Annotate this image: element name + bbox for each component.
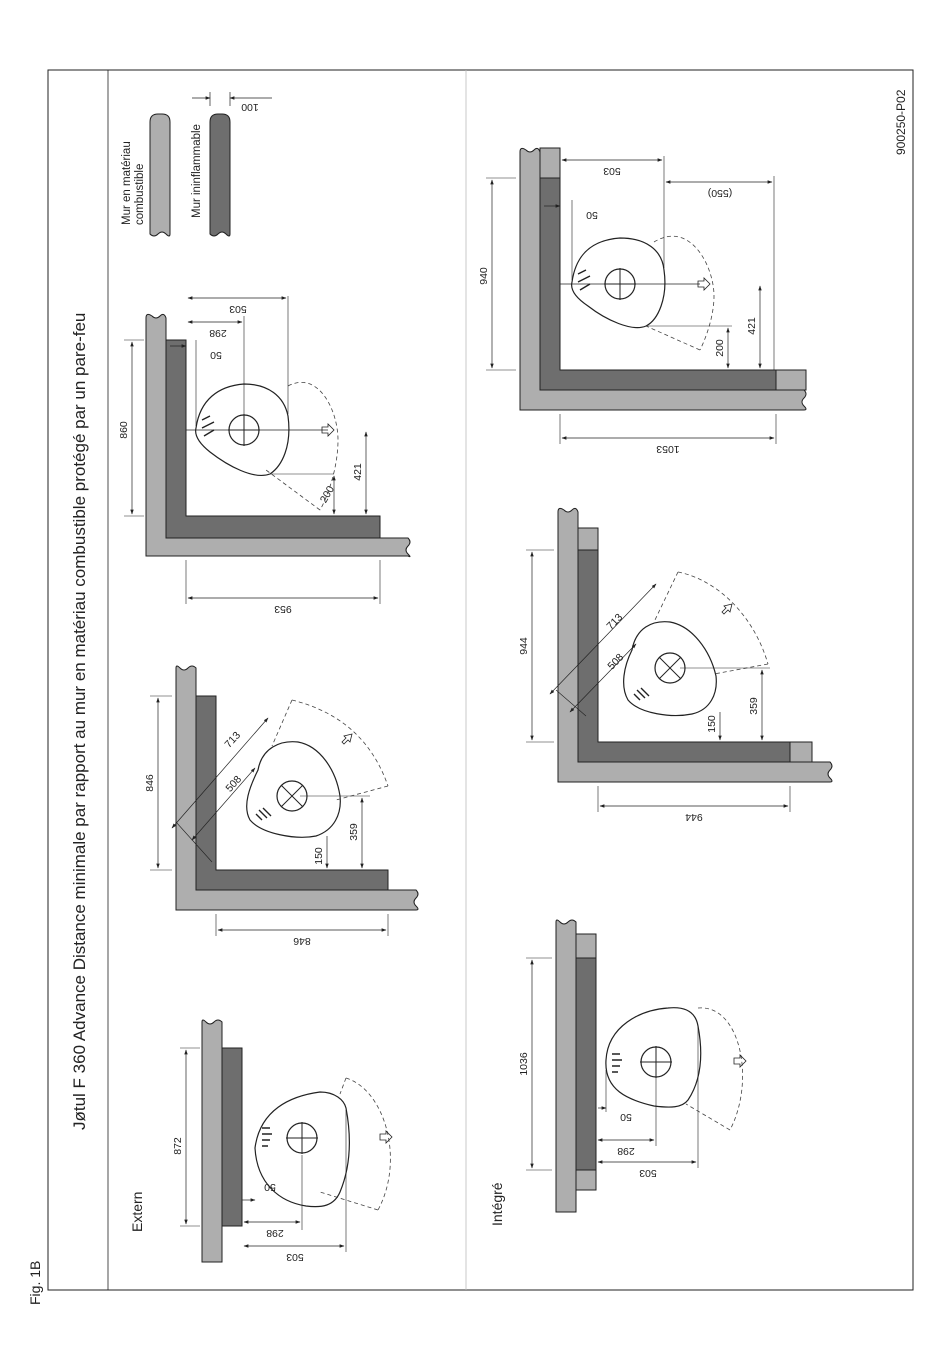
diagram-extern-corner: 860 953 503 298 50 200 421 [118, 296, 411, 615]
svg-text:846: 846 [144, 774, 156, 792]
svg-text:944: 944 [685, 811, 703, 823]
svg-text:(550): (550) [708, 187, 733, 199]
legend-noncombustible-swatch [209, 113, 231, 237]
svg-text:953: 953 [274, 603, 292, 615]
svg-text:200: 200 [714, 339, 726, 357]
legend-combustible-label-1: Mur en matériau [121, 141, 133, 225]
svg-text:503: 503 [286, 1251, 304, 1263]
svg-text:872: 872 [172, 1137, 184, 1155]
grille-icon [612, 1053, 622, 1073]
svg-text:359: 359 [348, 823, 360, 841]
svg-text:50: 50 [586, 209, 598, 221]
clearance-arc [677, 571, 769, 665]
legend-combustible-label-2: combustible [134, 164, 146, 225]
direction-arrow-icon [697, 277, 711, 291]
svg-text:713: 713 [222, 729, 243, 750]
svg-text:860: 860 [118, 421, 130, 439]
grille-icon [577, 269, 591, 291]
svg-text:1053: 1053 [656, 443, 680, 455]
clearance-arc [287, 382, 339, 511]
direction-arrow-icon [733, 1054, 747, 1068]
direction-arrow-icon [721, 603, 733, 615]
direction-arrow-icon [379, 1130, 393, 1144]
clearance-arc [653, 235, 715, 351]
diagram-integre-corner: 940 1053 503 (550) 50 200 421 [478, 147, 807, 455]
svg-text:150: 150 [706, 715, 718, 733]
svg-text:421: 421 [746, 317, 758, 335]
clearance-arc [697, 1007, 743, 1131]
diagram-integre-corner45: 944 944 713 508 150 359 [518, 507, 833, 823]
svg-text:944: 944 [518, 637, 530, 655]
grille-icon [633, 687, 650, 701]
svg-text:503: 503 [229, 303, 247, 315]
stove-body [254, 1091, 350, 1208]
grille-icon [262, 1127, 272, 1147]
svg-text:50: 50 [210, 349, 222, 361]
direction-arrow-icon [341, 733, 353, 745]
svg-text:846: 846 [293, 935, 311, 947]
svg-text:298: 298 [266, 1227, 284, 1239]
page-title: Jøtul F 360 Advance Distance minimale pa… [70, 313, 89, 1130]
clearance-arc [291, 699, 389, 787]
legend-noncombustible-label: Mur ininflammable [191, 124, 203, 218]
grille-icon [255, 807, 272, 821]
outer-frame [47, 69, 914, 1291]
section-label-integre: Intégré [489, 1182, 505, 1226]
clearance-arc [345, 1077, 391, 1211]
svg-text:298: 298 [209, 327, 227, 339]
stove-body [195, 383, 290, 476]
svg-text:421: 421 [352, 463, 364, 481]
figure-label: Fig. 1B [27, 1261, 43, 1305]
section-label-extern: Extern [129, 1192, 145, 1232]
stove-body [571, 237, 666, 329]
diagram-extern-corner45: 846 846 713 508 150 359 [144, 665, 419, 947]
grille-icon [201, 415, 215, 437]
stove-body [246, 741, 341, 838]
svg-text:50: 50 [620, 1111, 632, 1123]
svg-text:940: 940 [478, 267, 490, 285]
direction-arrow-icon [321, 423, 335, 437]
svg-text:359: 359 [748, 697, 760, 715]
legend: Mur en matériau combustible Mur ininflam… [121, 92, 272, 237]
stove-body [605, 1007, 702, 1108]
svg-text:508: 508 [223, 773, 244, 794]
svg-text:50: 50 [264, 1181, 276, 1193]
svg-text:508: 508 [605, 651, 626, 672]
svg-text:150: 150 [313, 847, 325, 865]
drawing-reference: 900250-P02 [894, 89, 908, 155]
diagram-extern-straight: 872 50 298 503 [172, 1019, 393, 1263]
svg-text:1036: 1036 [518, 1052, 530, 1076]
legend-combustible-swatch [149, 113, 171, 237]
legend-thickness-value: 100 [241, 101, 259, 113]
svg-text:713: 713 [604, 611, 625, 632]
svg-text:503: 503 [639, 1167, 657, 1179]
svg-text:298: 298 [617, 1145, 635, 1157]
svg-text:503: 503 [603, 165, 621, 177]
diagram-integre-straight: 1036 50 298 503 [518, 919, 747, 1213]
